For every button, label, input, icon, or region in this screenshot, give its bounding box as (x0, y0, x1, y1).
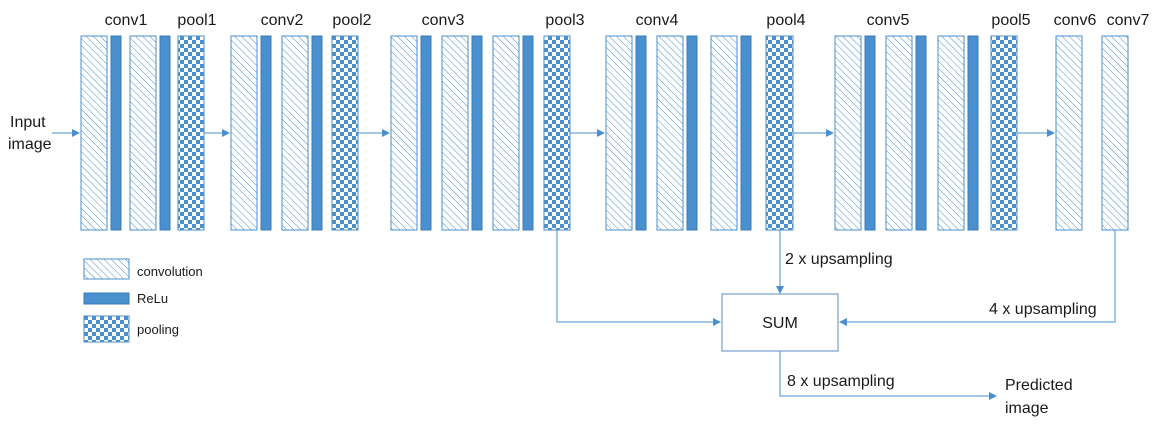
stage-label-conv2: conv2 (261, 12, 304, 29)
stage-label-conv5: conv5 (867, 12, 910, 29)
stage-label-conv6: conv6 (1054, 12, 1097, 29)
conv-layer (281, 35, 309, 231)
conv-layer (605, 35, 633, 231)
pool-layer-pool1 (177, 35, 205, 231)
relu-layer (635, 35, 647, 231)
legend-pooling-swatch (83, 315, 130, 343)
conv-layer-conv6 (1055, 35, 1083, 231)
sum-node (721, 293, 839, 352)
conv-layer (937, 35, 965, 231)
conv-layer (656, 35, 684, 231)
stage-label-pool4: pool4 (766, 12, 805, 29)
block-group-conv2 (230, 35, 323, 231)
block-group-conv1 (80, 35, 171, 231)
conv-layer (492, 35, 520, 231)
stage-label-pool3: pool3 (545, 12, 584, 29)
pool-layer-pool2 (331, 35, 359, 231)
conv-layer-conv7 (1101, 35, 1129, 231)
relu-layer (260, 35, 272, 231)
stage-label-pool2: pool2 (332, 12, 371, 29)
conv-layer (710, 35, 738, 231)
relu-layer (915, 35, 927, 231)
sum-label: SUM (762, 315, 798, 332)
conv-layer (390, 35, 418, 231)
relu-layer (740, 35, 752, 231)
connector-pool3-sum (556, 230, 721, 326)
connector-conv7-sum (839, 230, 1116, 326)
legend-relu-label: ReLu (137, 291, 168, 306)
legend: convolution ReLu pooling (83, 258, 203, 343)
conv-layer (885, 35, 913, 231)
pool-layer-pool5 (990, 35, 1018, 231)
relu-layer (110, 35, 122, 231)
conv-layer (129, 35, 157, 231)
pool-layer-pool3 (543, 35, 571, 231)
stage-label-conv3: conv3 (422, 12, 465, 29)
block-group-conv4 (605, 35, 752, 231)
relu-layer (686, 35, 698, 231)
upsampling-2x-label: 2 x upsampling (785, 251, 893, 268)
input-label-line1: Input (10, 114, 46, 131)
upsampling-4x-label: 4 x upsampling (989, 301, 1097, 318)
stage-label-conv1: conv1 (105, 12, 148, 29)
skip-connectors (556, 230, 1116, 400)
conv-layer (834, 35, 862, 231)
relu-layer (967, 35, 979, 231)
output-label-line2: image (1005, 400, 1049, 417)
relu-layer (159, 35, 171, 231)
block-group-conv3 (390, 35, 534, 231)
legend-pooling-label: pooling (137, 322, 179, 337)
input-label-line2: image (8, 136, 52, 153)
upsampling-8x-label: 8 x upsampling (787, 373, 895, 390)
connector-sum-output (779, 351, 997, 400)
output-label-line1: Predicted (1005, 377, 1073, 394)
relu-layer (311, 35, 323, 231)
relu-layer (471, 35, 483, 231)
stage-label-conv7: conv7 (1107, 12, 1150, 29)
stage-label-pool1: pool1 (177, 12, 216, 29)
stage-label-pool5: pool5 (991, 12, 1030, 29)
legend-relu-swatch (83, 292, 130, 305)
relu-layer (522, 35, 534, 231)
legend-convolution-swatch (83, 258, 130, 280)
relu-layer (864, 35, 876, 231)
conv-layer (80, 35, 108, 231)
conv-layer (230, 35, 258, 231)
relu-layer (420, 35, 432, 231)
legend-convolution-label: convolution (137, 264, 203, 279)
conv-layer (441, 35, 469, 231)
block-group-conv5 (834, 35, 979, 231)
pool-layer-pool4 (765, 35, 794, 231)
stage-label-conv4: conv4 (636, 12, 679, 29)
